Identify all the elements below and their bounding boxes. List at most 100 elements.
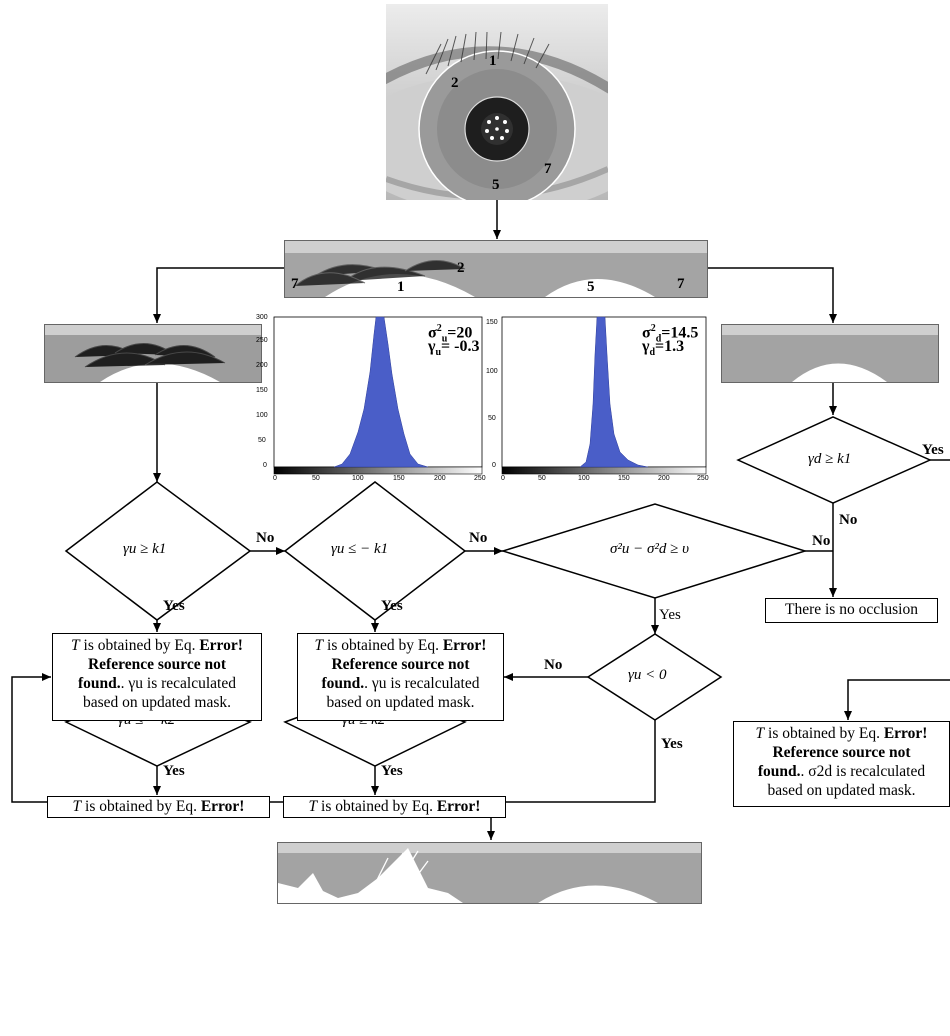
box-text: is obtained by Eq. — [79, 637, 200, 654]
decision-diamond-d5 — [586, 633, 723, 721]
decision-d1-text: γu ≥ k1 — [123, 541, 167, 557]
t-symbol: T — [72, 798, 82, 815]
sigma-sub: u — [441, 333, 448, 345]
hu-xtick-250: 250 — [474, 475, 486, 482]
box-error: Error! — [200, 798, 245, 815]
decision-diamond-d2 — [283, 481, 467, 621]
strip-label-1: 1 — [397, 279, 405, 295]
hd-xtick-200: 200 — [658, 475, 670, 482]
label-yes-d2: Yes — [381, 598, 403, 614]
label-no-d5: No — [544, 657, 563, 673]
hu-ytick-100: 100 — [256, 412, 268, 419]
hd-xtick-100: 100 — [578, 475, 590, 482]
strip-label-2: 2 — [457, 260, 465, 276]
histogram-upper-plot — [273, 316, 483, 475]
strip-label-5: 5 — [587, 279, 595, 295]
eye-label-5: 5 — [492, 177, 500, 193]
box-ref: Reference source not — [331, 656, 470, 673]
label-yes-d4: Yes — [922, 442, 944, 458]
t-symbol: T — [71, 637, 80, 654]
hu-xtick-150: 150 — [393, 475, 405, 482]
strip-label-7a: 7 — [291, 276, 299, 292]
gamma-value: = -0.3 — [441, 338, 480, 355]
hu-ytick-50: 50 — [258, 437, 266, 444]
sigma-value: =20 — [447, 324, 473, 342]
hd-xtick-250: 250 — [697, 475, 709, 482]
no-occlusion-box: There is no occlusion — [765, 598, 938, 623]
t-symbol: T — [308, 798, 318, 815]
box-found: found. — [78, 675, 121, 692]
result-mask-graphic — [278, 843, 701, 903]
label-yes-d5: Yes — [661, 736, 683, 752]
unwrapped-iris-strip: 7 1 2 5 7 — [284, 240, 708, 298]
box-found: found. — [757, 763, 801, 780]
hd-ytick-150: 150 — [486, 319, 498, 326]
hd-ytick-50: 50 — [488, 415, 496, 422]
upper-iris-graphic — [45, 325, 261, 382]
label-no-d4: No — [839, 512, 858, 528]
label-yes-d6: Yes — [163, 763, 185, 779]
histogram-lower-gamma: γd=1.3 — [642, 338, 684, 362]
hu-ytick-200: 200 — [256, 362, 268, 369]
eye-label-2: 2 — [451, 75, 459, 91]
box-mask: based on updated mask. — [767, 782, 916, 799]
histogram-upper-sigma: σ2u=20 — [428, 320, 472, 349]
box-recalc: . γu is recalculated — [364, 675, 480, 692]
histogram-lower: 0 50 100 150 0 50 100 150 200 250 σ2d=14… — [486, 314, 714, 482]
hu-ytick-300: 300 — [256, 314, 268, 321]
histogram-lower-plot — [501, 316, 707, 475]
box-error: Error! — [199, 637, 243, 654]
eye-label-1: 1 — [489, 53, 497, 69]
sigma-value: =14.5 — [661, 324, 699, 342]
hu-ytick-150: 150 — [256, 387, 268, 394]
eye-image: 1 2 5 7 — [386, 4, 608, 200]
process-box-t3: T is obtained by Eq. Error! Reference so… — [733, 721, 950, 807]
histogram-upper: 0 50 100 150 200 250 300 0 50 100 150 20… — [256, 314, 492, 482]
hu-ytick-250: 250 — [256, 337, 268, 344]
box-mask: based on updated mask. — [82, 694, 232, 711]
eye-label-7: 7 — [544, 161, 552, 177]
label-yes-d3: Yes — [659, 607, 681, 623]
box-text: is obtained by Eq. — [81, 798, 201, 815]
hu-ytick-0: 0 — [263, 462, 267, 469]
decision-d3-text: σ²u − σ²d ≥ υ — [610, 541, 690, 557]
strip-label-7b: 7 — [677, 276, 685, 292]
eye-graphic — [386, 31, 608, 200]
hd-xtick-150: 150 — [618, 475, 630, 482]
t-symbol: T — [755, 725, 765, 742]
hu-xtick-50: 50 — [312, 475, 320, 482]
no-occlusion-text: There is no occlusion — [784, 601, 918, 618]
hd-ytick-100: 100 — [486, 368, 498, 375]
box-found: found. — [321, 675, 365, 692]
box-ref: Reference source not — [772, 744, 911, 761]
decision-diamond-d1 — [64, 481, 252, 621]
gamma-value: =1.3 — [655, 338, 685, 355]
decision-d4-text: γd ≥ k1 — [808, 451, 852, 467]
box-text: is obtained by Eq. — [323, 637, 443, 654]
box-recalc: . γu is recalculated — [120, 675, 236, 692]
box-error: Error! — [436, 798, 481, 815]
hd-ytick-0: 0 — [492, 462, 496, 469]
gamma-sub: d — [649, 347, 656, 359]
gamma-sub: u — [435, 347, 442, 359]
decision-diamond-d4 — [736, 416, 932, 504]
box-ref: Reference source not — [87, 656, 227, 673]
hd-xtick-0: 0 — [501, 475, 505, 482]
box-text: is obtained by Eq. — [764, 725, 884, 742]
histogram-lower-sigma: σ2d=14.5 — [642, 320, 698, 349]
decision-diamond-d3 — [500, 503, 808, 599]
sigma-sup: 2 — [650, 323, 656, 334]
label-no-d1: No — [256, 530, 275, 546]
box-mask: based on updated mask. — [326, 694, 475, 711]
label-no-d3: No — [812, 533, 831, 549]
gamma-symbol: γ — [428, 338, 436, 355]
hu-xtick-0: 0 — [273, 475, 277, 482]
result-mask-strip — [277, 842, 702, 904]
label-no-d2: No — [469, 530, 488, 546]
sigma-symbol: σ — [428, 324, 437, 342]
box-error: Error! — [883, 725, 928, 742]
hu-xtick-100: 100 — [352, 475, 364, 482]
process-box-t1: T is obtained by Eq. Error! Reference so… — [52, 633, 262, 721]
sigma-sup: 2 — [436, 323, 442, 334]
